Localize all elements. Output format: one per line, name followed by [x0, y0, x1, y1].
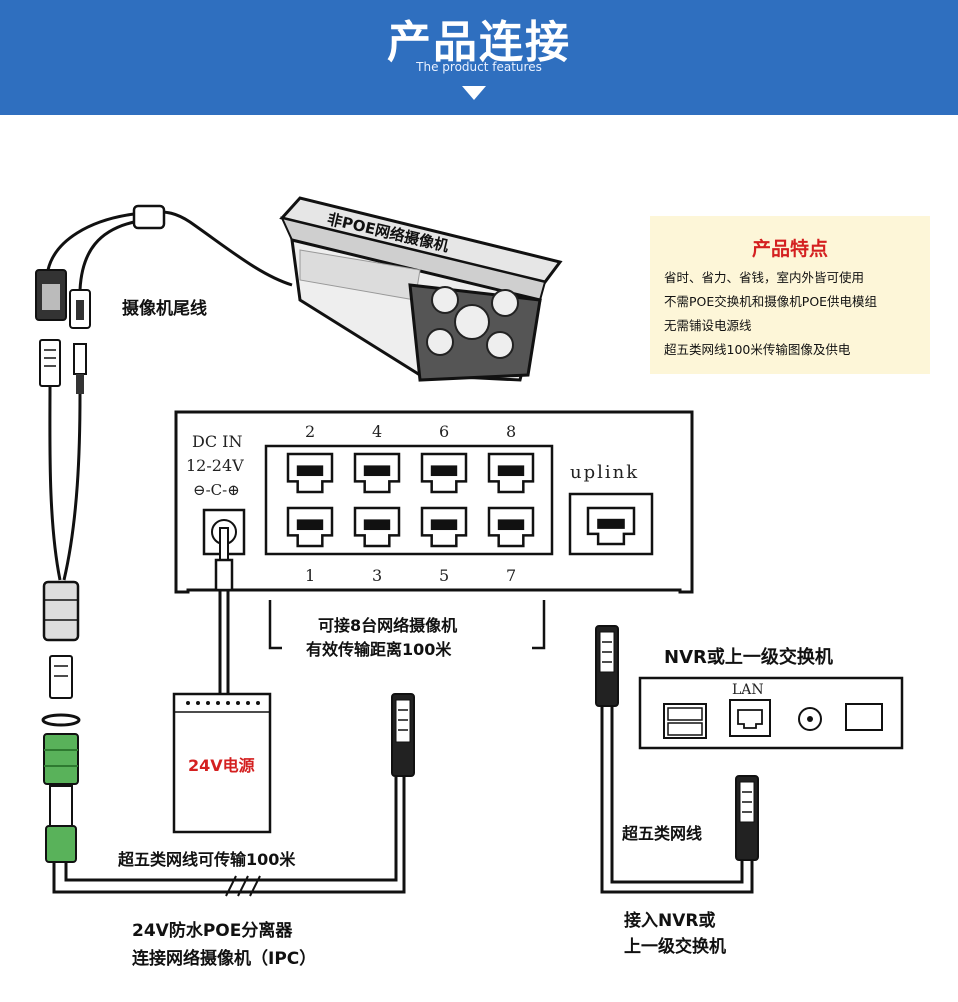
rj45-port-icon-contacts: [430, 519, 458, 531]
switch-ports: [286, 452, 636, 548]
port-number: 6: [439, 422, 450, 441]
cat5-cable-icon: [52, 693, 415, 897]
dc-in-label: DC IN: [192, 432, 243, 451]
splitter-label-line1: 24V防水POE分离器: [132, 921, 293, 941]
uplink-cable-icon: [595, 625, 759, 894]
page-title: 产品连接: [387, 17, 571, 68]
uplink-port-icon-contacts: [597, 518, 625, 529]
power-cable-icon: [218, 590, 230, 694]
feature-item: 省时、省力、省钱，室内外皆可使用: [664, 270, 865, 285]
nvr-title: NVR或上一级交换机: [664, 647, 833, 668]
port-number: 2: [305, 422, 316, 441]
voltage-label: 12-24V: [186, 456, 244, 475]
lan-label: LAN: [732, 682, 764, 698]
splitter-label-line2: 连接网络摄像机（IPC）: [132, 949, 317, 969]
connection-diagram: [35, 196, 904, 897]
rj45-port-icon-contacts: [430, 465, 458, 477]
feature-item: 超五类网线100米传输图像及供电: [664, 342, 851, 357]
tail-cable-label: 摄像机尾线: [122, 299, 207, 319]
uplink-label: uplink: [570, 462, 640, 483]
port-note-bracket: [268, 600, 546, 650]
cable-length-label: 超五类网线可传输100米: [118, 850, 296, 869]
port-note-line2: 有效传输距离100米: [306, 640, 452, 659]
rj45-port-icon-contacts: [363, 519, 391, 531]
cat5-cable-label: 超五类网线: [622, 824, 703, 843]
rj45-port-icon-contacts: [296, 519, 324, 531]
port-number: 7: [506, 566, 517, 585]
port-number: 3: [372, 566, 383, 585]
tail-cable-icon: [35, 204, 166, 727]
power-label: 24V电源: [188, 756, 255, 775]
poe-switch-icon: [174, 410, 694, 594]
down-arrow-icon: [462, 86, 486, 100]
rj45-port-icon-contacts: [296, 465, 324, 477]
feature-item: 无需铺设电源线: [664, 318, 752, 333]
poe-splitter-icon: [43, 733, 79, 863]
page-subtitle: The product features: [416, 60, 542, 74]
feature-item: 不需POE交换机和摄像机POE供电模组: [664, 294, 878, 309]
features-panel: 产品特点 省时、省力、省钱，室内外皆可使用 不需POE交换机和摄像机POE供电模…: [650, 216, 930, 374]
rj45-port-icon-contacts: [363, 465, 391, 477]
port-note-line1: 可接8台网络摄像机: [318, 616, 458, 635]
port-number: 1: [305, 566, 316, 585]
port-number: 5: [439, 566, 450, 585]
power-supply-icon: [172, 692, 272, 834]
rj45-port-icon-contacts: [497, 465, 525, 477]
rj45-port-icon-contacts: [497, 519, 525, 531]
features-title: 产品特点: [751, 238, 828, 260]
connect-nvr-line1: 接入NVR或: [624, 911, 716, 931]
camera-icon: [159, 196, 563, 382]
port-number: 8: [506, 422, 517, 441]
port-number: 4: [372, 422, 383, 441]
header-banner: 产品连接 The product features: [0, 0, 958, 115]
nvr-device-icon: [638, 676, 904, 750]
polarity-icon: ⊖-C-⊕: [193, 481, 240, 499]
connect-nvr-line2: 上一级交换机: [624, 937, 726, 957]
